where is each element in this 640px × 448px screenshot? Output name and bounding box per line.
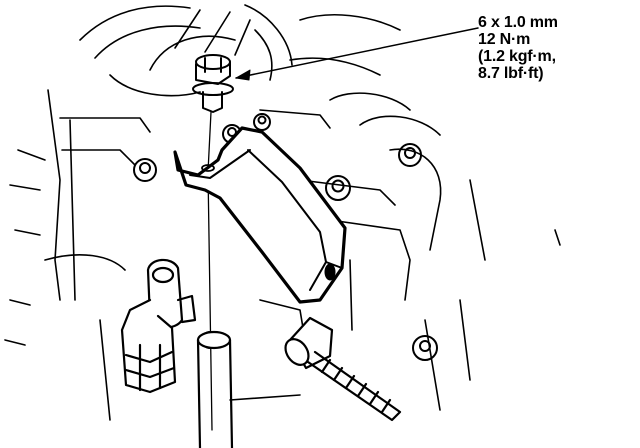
- flange-bolt: [192, 54, 234, 113]
- callout-leader: [235, 27, 479, 79]
- engine-background: [4, 4, 561, 421]
- vacuum-hose: [196, 330, 234, 448]
- torque-lbfft-label: 8.7 lbf·ft): [478, 65, 544, 82]
- bolt-size-label: 6 x 1.0 mm: [478, 14, 558, 31]
- mounting-bracket: [173, 126, 347, 304]
- torque-nm-label: 12 N·m: [478, 31, 531, 48]
- callout-arrowhead: [235, 69, 251, 81]
- sensor-connector: [120, 258, 197, 394]
- torque-kgfm-label: (1.2 kgf·m,: [478, 48, 556, 65]
- torque-callout: 6 x 1.0 mm 12 N·m (1.2 kgf·m, 8.7 lbf·ft…: [478, 14, 638, 82]
- long-stud-bolt: [284, 316, 402, 422]
- bolt-guide-line: [207, 111, 213, 431]
